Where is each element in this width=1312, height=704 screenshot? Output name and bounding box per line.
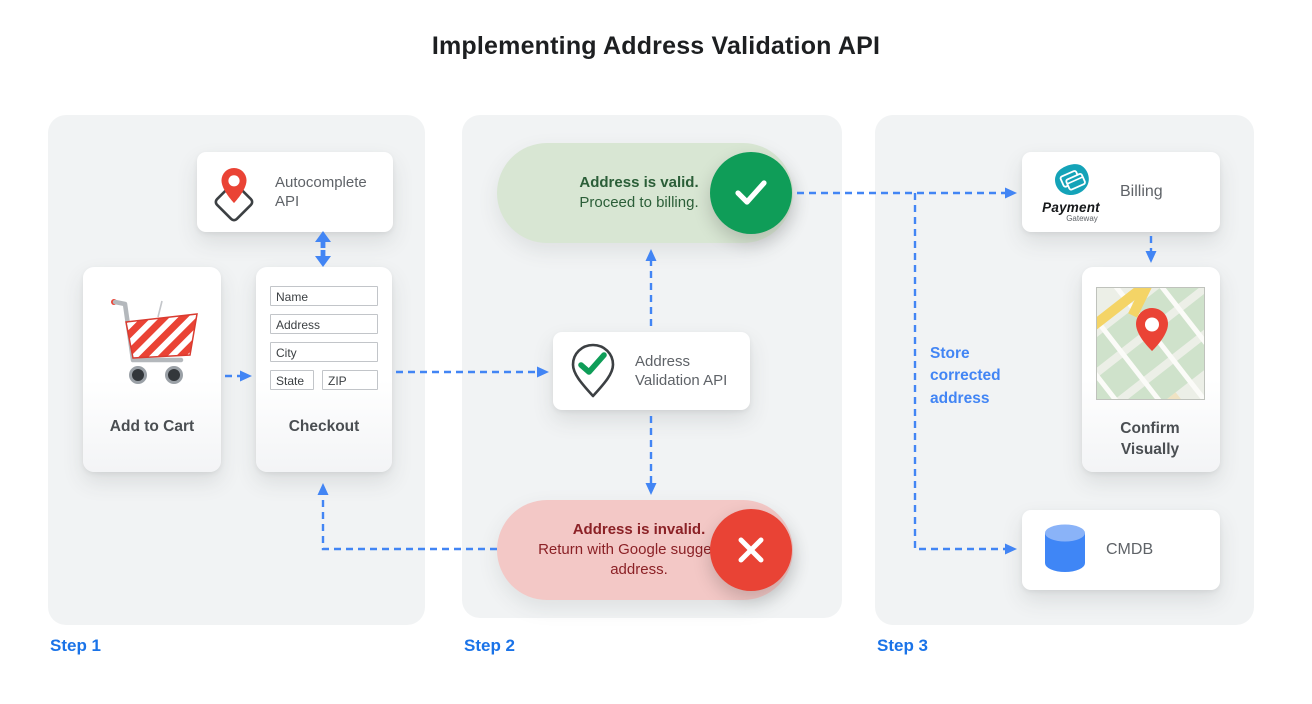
gateway-logo-text: Gateway <box>1066 213 1098 223</box>
billing-label: Billing <box>1120 182 1163 200</box>
cmdb-card: CMDB <box>1022 510 1220 590</box>
payment-gateway-logo: Payment Gateway <box>1036 160 1106 224</box>
address-invalid-text: Address is invalid. Return with Google s… <box>538 520 740 579</box>
map-with-pin-image <box>1096 287 1205 400</box>
name-field: Name <box>270 286 378 306</box>
shopping-cart-icon <box>102 293 202 398</box>
address-field: Address <box>270 314 378 334</box>
checkout-card: Name Address City State ZIP Checkout <box>256 267 392 472</box>
confirm-visually-card: Confirm Visually <box>1082 267 1220 472</box>
payment-logo-text: Payment <box>1042 199 1100 215</box>
address-validation-api-card: Address Validation API <box>553 332 750 410</box>
state-field: State <box>270 370 314 390</box>
step3-label: Step 3 <box>877 636 929 655</box>
add-to-cart-label: Add to Cart <box>109 418 195 435</box>
cmdb-label: CMDB <box>1106 540 1154 558</box>
zip-field: ZIP <box>322 370 378 390</box>
city-field: City <box>270 342 378 362</box>
page-title: Implementing Address Validation API <box>431 32 881 60</box>
map-pin-on-diamond-icon <box>207 162 265 229</box>
address-valid-text: Address is valid. Proceed to billing. <box>579 173 699 211</box>
address-validation-api-label: Address Validation API <box>635 352 728 390</box>
billing-card: Payment Gateway Billing <box>1022 152 1220 232</box>
autocomplete-api-label: Autocomplete API <box>275 173 367 211</box>
checkout-label: Checkout <box>288 418 360 435</box>
address-invalid-pill: Address is invalid. Return with Google s… <box>497 500 793 600</box>
step2-label: Step 2 <box>464 636 516 655</box>
autocomplete-api-card: Autocomplete API <box>197 152 393 232</box>
database-cylinder-icon <box>1042 523 1088 582</box>
x-circle-icon <box>710 509 792 591</box>
store-corrected-address-note: Store corrected address <box>930 345 1001 407</box>
step1-label: Step 1 <box>50 636 102 655</box>
check-circle-icon <box>710 152 792 234</box>
pin-with-check-icon <box>567 341 619 406</box>
confirm-visually-label: Confirm Visually <box>1120 420 1180 458</box>
add-to-cart-card: Add to Cart <box>83 267 221 472</box>
address-valid-pill: Address is valid. Proceed to billing. <box>497 143 793 243</box>
